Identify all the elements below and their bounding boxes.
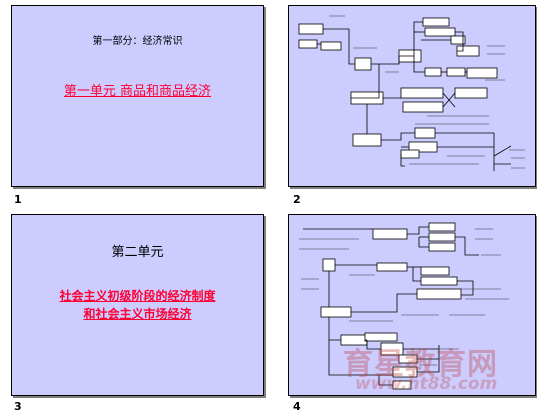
slide-1-number: 1 <box>14 193 22 206</box>
slide-4-thumbnail[interactable]: 育星教育网 www.ht88.com <box>288 214 536 396</box>
slide-4-diagram <box>299 222 509 390</box>
slide-3-thumbnail[interactable]: 第二单元 社会主义初级阶段的经济制度 和社会主义市场经济 <box>11 214 264 396</box>
slide-2-diagram <box>298 15 525 171</box>
slide-2-number: 2 <box>293 193 301 206</box>
slide-1-title: 第一部分：经济常识 <box>92 36 183 47</box>
slide-1-subtitle: 第一单元 商品和商品经济 <box>63 84 212 99</box>
slide-3-title: 第二单元 <box>111 245 164 260</box>
slide-4-number: 4 <box>293 400 301 413</box>
slide-3-subtitle-line-1: 社会主义初级阶段的经济制度 <box>59 289 216 303</box>
slide-3-subtitle-line-2: 和社会主义市场经济 <box>83 307 192 321</box>
slide-2-thumbnail[interactable] <box>288 5 536 187</box>
slide-3-number: 3 <box>14 400 22 413</box>
watermark-url: www.ht88.com <box>355 374 498 394</box>
watermark-logo: 育星教育网 <box>343 347 498 382</box>
slide-1-thumbnail[interactable]: 第一部分：经济常识 第一单元 商品和商品经济 <box>11 5 264 187</box>
